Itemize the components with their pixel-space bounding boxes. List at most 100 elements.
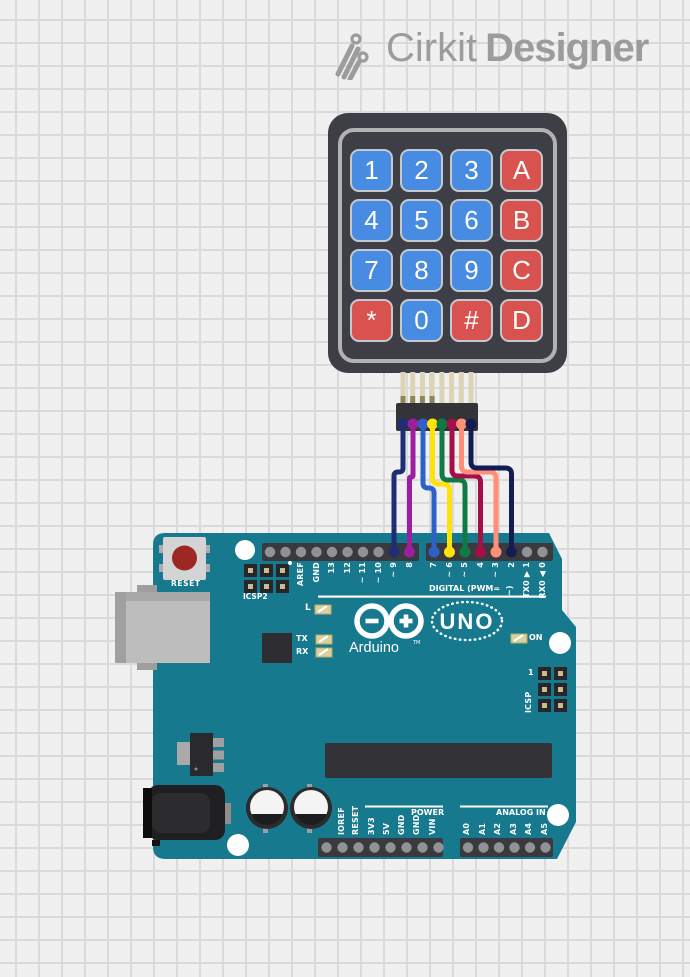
- wire-pin-dot[interactable]: [388, 546, 400, 558]
- led-rx: [315, 647, 333, 658]
- wire-end-dot[interactable]: [417, 418, 429, 430]
- keypad-key-7[interactable]: 7: [350, 249, 393, 292]
- keypad-key-9[interactable]: 9: [450, 249, 493, 292]
- analog-header[interactable]: [460, 838, 553, 857]
- pin-label-12: 12: [342, 562, 352, 574]
- keypad-key-6[interactable]: 6: [450, 199, 493, 242]
- mounting-hole: [227, 834, 249, 856]
- pin-label-9: ~ 9: [389, 562, 398, 578]
- icsp-header[interactable]: [538, 667, 567, 712]
- wire-pin-dot[interactable]: [475, 546, 486, 558]
- digital-header[interactable]: [262, 543, 553, 561]
- capacitor: [290, 784, 332, 833]
- pin-label-10: ~ 10: [373, 562, 383, 584]
- pin-label-5: ~ 5: [460, 562, 469, 578]
- reset-button[interactable]: [159, 537, 210, 580]
- icsp2-header[interactable]: [244, 561, 292, 593]
- pin-label-gnd1: GND: [397, 814, 406, 835]
- keypad-key-3[interactable]: 3: [450, 149, 493, 192]
- arduino-tm: TM: [413, 640, 421, 646]
- wire-d4[interactable]: [449, 421, 483, 555]
- mounting-hole: [549, 632, 571, 654]
- keypad-key-hash[interactable]: #: [450, 299, 493, 342]
- mounting-hole: [547, 804, 569, 826]
- uno-label: UNO: [439, 609, 495, 634]
- keypad-key-1[interactable]: 1: [350, 149, 393, 192]
- keypad-connector-block[interactable]: [396, 403, 478, 431]
- led-tx-label: TX: [296, 634, 308, 643]
- pin-label-rx0: RX0 ◀ 0: [537, 562, 547, 599]
- pin-label-a5: A5: [539, 822, 549, 835]
- led-l-label: L: [305, 603, 311, 613]
- pin-label-3v3: 3V3: [367, 817, 376, 835]
- pin-label-reset: RESET: [351, 805, 360, 835]
- pin-label-a1: A1: [477, 822, 487, 835]
- wire-end-dot[interactable]: [427, 418, 438, 430]
- mounting-hole: [235, 540, 255, 560]
- pin-label-gnd: GND: [311, 562, 321, 583]
- pin-label-aref: AREF: [296, 562, 305, 587]
- keypad-key-A[interactable]: A: [500, 149, 543, 192]
- pin-label-11: ~ 11: [358, 562, 367, 584]
- power-header[interactable]: [318, 838, 444, 857]
- arduino-wordmark: Arduino: [349, 640, 399, 656]
- keypad-key-C[interactable]: C: [500, 249, 543, 292]
- pin-label-3: ~ 3: [491, 562, 500, 578]
- keypad-key-5[interactable]: 5: [400, 199, 443, 242]
- power-caption: POWER: [411, 808, 445, 817]
- pin-label-gnd2: GND: [412, 814, 421, 835]
- keypad-key-D[interactable]: D: [500, 299, 543, 342]
- wire-end-dot[interactable]: [446, 418, 458, 430]
- pin-label-6: ~ 6: [444, 562, 454, 578]
- brand-name-regular: Cirkit: [386, 26, 478, 70]
- wire-pin-dot[interactable]: [428, 546, 440, 558]
- digital-caption: DIGITAL (PWM=: [429, 584, 501, 593]
- pin-label-5v: 5V: [382, 822, 391, 835]
- pin-label-tx1: TX0 ▶ 1: [522, 562, 531, 598]
- pin-label-4: 4: [475, 562, 485, 568]
- wire-end-dot[interactable]: [465, 418, 477, 430]
- led-on: [510, 633, 528, 644]
- keypad-key-star[interactable]: *: [350, 299, 393, 342]
- led-rx-label: RX: [296, 647, 309, 656]
- keypad-key-0[interactable]: 0: [400, 299, 443, 342]
- keypad-key-B[interactable]: B: [500, 199, 543, 242]
- wire-pin-dot[interactable]: [506, 546, 517, 558]
- wire-d9[interactable]: [391, 421, 406, 555]
- wire-d3[interactable]: [459, 421, 499, 555]
- reset-label: RESET: [171, 579, 201, 588]
- wire-pin-dot[interactable]: [490, 546, 502, 558]
- icsp-label: ICSP: [524, 691, 533, 713]
- usb-chip: [262, 633, 292, 663]
- wire-d5[interactable]: [439, 421, 468, 555]
- wire-pin-dot[interactable]: [459, 546, 471, 558]
- wire-pin-dot[interactable]: [444, 546, 455, 558]
- pin-label-a2: A2: [493, 822, 502, 835]
- wire-d8[interactable]: [407, 421, 416, 555]
- pin-label-8: 8: [404, 562, 414, 568]
- keypad-key-8[interactable]: 8: [400, 249, 443, 292]
- usb-connector: [115, 585, 210, 670]
- wire-end-dot[interactable]: [397, 418, 409, 430]
- wire-d2[interactable]: [468, 421, 514, 555]
- icsp-pin1-label: 1: [528, 668, 534, 677]
- keypad-ribbon-pins: [400, 372, 474, 405]
- pin-label-a3: A3: [508, 822, 518, 835]
- brand-name-bold: Designer: [485, 26, 649, 70]
- wire-pin-dot[interactable]: [404, 546, 415, 558]
- led-tx: [315, 634, 333, 645]
- wire-end-dot[interactable]: [436, 418, 448, 430]
- wire-d7[interactable]: [420, 421, 437, 555]
- keypad-key-2[interactable]: 2: [400, 149, 443, 192]
- pin-label-7: 7: [429, 562, 438, 568]
- led-on-label: ON: [529, 633, 543, 642]
- wire-end-dot[interactable]: [456, 418, 467, 430]
- icsp2-label: ICSP2: [243, 592, 268, 601]
- wire-d6[interactable]: [430, 421, 452, 555]
- cirkit-logo-icon: [335, 33, 369, 80]
- wire-end-dot[interactable]: [407, 418, 419, 430]
- keypad-key-4[interactable]: 4: [350, 199, 393, 242]
- voltage-regulator: [177, 733, 224, 776]
- led-l: [314, 604, 332, 615]
